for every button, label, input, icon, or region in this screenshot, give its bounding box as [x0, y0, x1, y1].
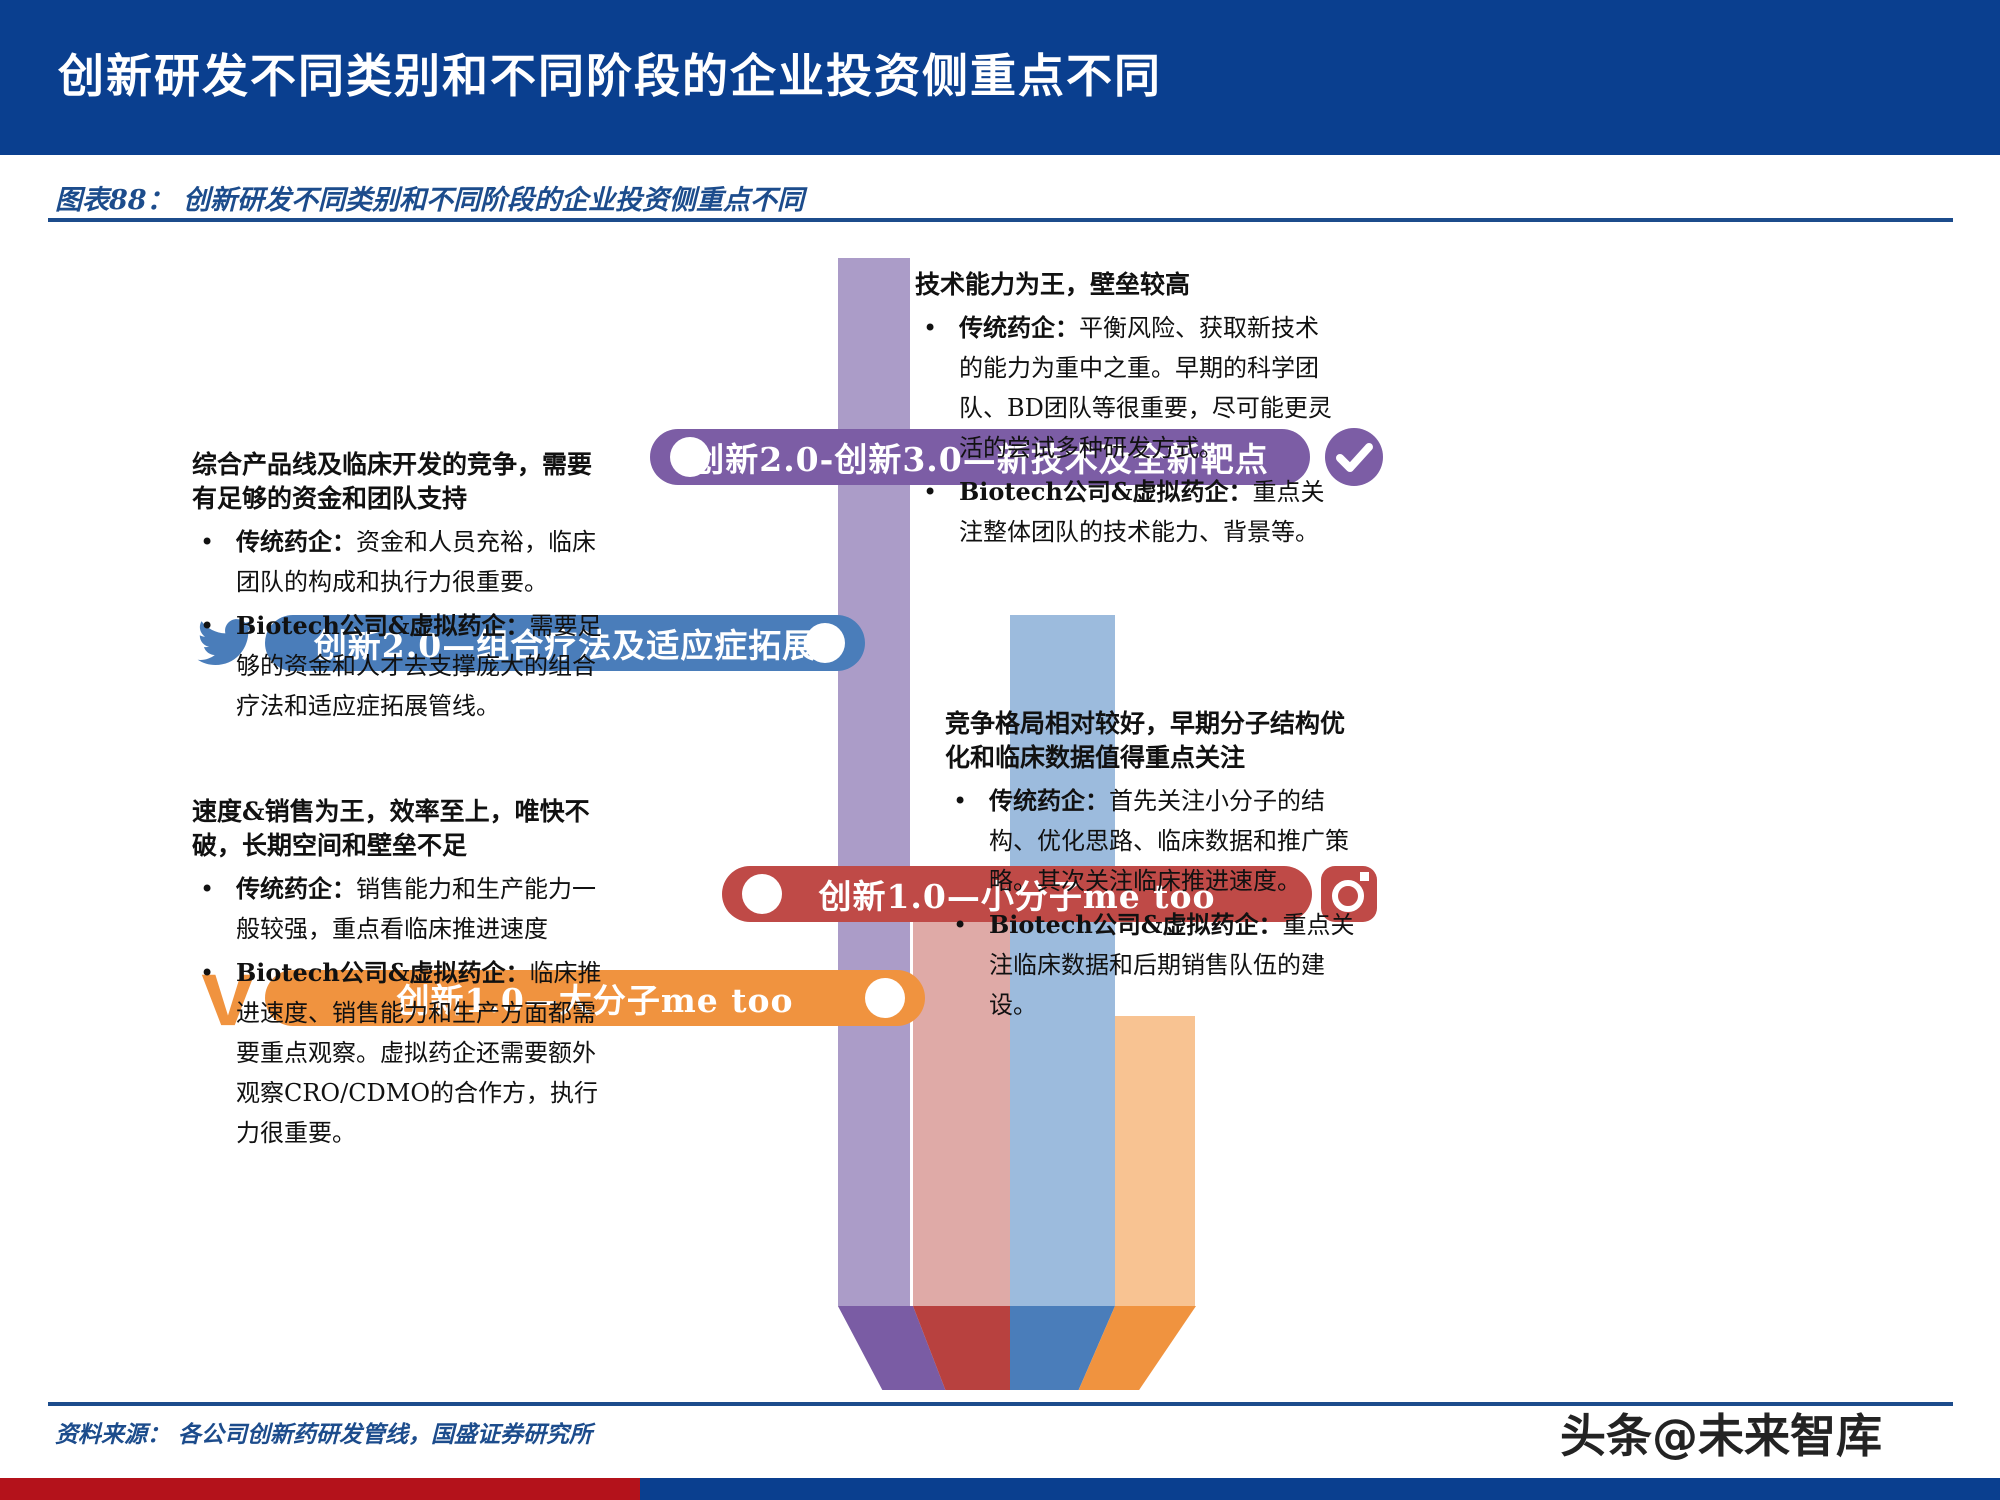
list-item: 传统药企：销售能力和生产能力一般较强，重点看临床推进速度: [192, 869, 602, 949]
bar-knob: [670, 437, 710, 477]
list-item-text: 首先关注小分子的结构、优化思路、临床数据和推广策略。其次关注临床推进速度。: [989, 787, 1349, 895]
page-title: 创新研发不同类别和不同阶段的企业投资侧重点不同: [58, 49, 1162, 103]
bottom-strip-red: [0, 1478, 640, 1500]
list-item-text: 需要足够的资金和人才去支撑庞大的组合疗法和适应症拓展管线。: [236, 612, 602, 720]
bar-knob: [742, 874, 782, 914]
block-heading: 技术能力为王，壁垒较高: [915, 270, 1191, 299]
list-item-label: Biotech公司&虚拟药企：: [236, 611, 530, 640]
funnel-cone-red: [913, 1306, 1010, 1390]
list-item-label: Biotech公司&虚拟药企：: [236, 958, 530, 987]
funnel-cone-purple: [838, 1306, 946, 1390]
block-list: 传统药企：资金和人员充裕，临床团队的构成和执行力很重要。 Biotech公司&虚…: [192, 522, 602, 726]
block-list: 传统药企：销售能力和生产能力一般较强，重点看临床推进速度 Biotech公司&虚…: [192, 869, 602, 1153]
list-item-label: Biotech公司&虚拟药企：: [989, 910, 1283, 939]
list-item-label: 传统药企：: [959, 313, 1079, 342]
list-item: Biotech公司&虚拟药企：临床推进速度、销售能力和生产方面都需要重点观察。虚…: [192, 953, 602, 1153]
text-block-bottom-right: 竞争格局相对较好，早期分子结构优化和临床数据值得重点关注 传统药企：首先关注小分…: [945, 707, 1365, 1029]
list-item: Biotech公司&虚拟药企：重点关注整体团队的技术能力、背景等。: [915, 472, 1335, 552]
list-item-label: Biotech公司&虚拟药企：: [959, 477, 1253, 506]
text-block-top-right: 技术能力为王，壁垒较高 传统药企：平衡风险、获取新技术的能力为重中之重。早期的科…: [915, 268, 1335, 556]
text-block-top-left: 综合产品线及临床开发的竞争，需要有足够的资金和团队支持 传统药企：资金和人员充裕…: [192, 448, 602, 730]
block-heading: 竞争格局相对较好，早期分子结构优化和临床数据值得重点关注: [945, 709, 1346, 772]
check-circle-icon: [1323, 426, 1385, 488]
page-header: 创新研发不同类别和不同阶段的企业投资侧重点不同: [0, 0, 2000, 155]
list-item-text: 销售能力和生产能力一般较强，重点看临床推进速度: [236, 875, 596, 943]
list-item-text: 临床推进速度、销售能力和生产方面都需要重点观察。虚拟药企还需要额外观察CRO/C…: [236, 959, 602, 1147]
text-block-bottom-left: 速度&销售为王，效率至上，唯快不破，长期空间和壁垒不足 传统药企：销售能力和生产…: [192, 795, 602, 1157]
block-heading: 综合产品线及临床开发的竞争，需要有足够的资金和团队支持: [192, 450, 593, 513]
funnel-cone-orange: [1078, 1306, 1196, 1390]
list-item: 传统药企：首先关注小分子的结构、优化思路、临床数据和推广策略。其次关注临床推进速…: [945, 781, 1365, 901]
list-item-label: 传统药企：: [989, 786, 1109, 815]
block-list: 传统药企：首先关注小分子的结构、优化思路、临床数据和推广策略。其次关注临床推进速…: [945, 781, 1365, 1025]
funnel-cone-blue: [1010, 1306, 1115, 1390]
block-list: 传统药企：平衡风险、获取新技术的能力为重中之重。早期的科学团队、BD团队等很重要…: [915, 308, 1335, 552]
list-item-text: 重点关注整体团队的技术能力、背景等。: [959, 478, 1325, 546]
list-item-label: 传统药企：: [236, 527, 356, 556]
bottom-strip: [0, 1478, 2000, 1500]
list-item-label: 传统药企：: [236, 874, 356, 903]
list-item: Biotech公司&虚拟药企：需要足够的资金和人才去支撑庞大的组合疗法和适应症拓…: [192, 606, 602, 726]
block-heading: 速度&销售为王，效率至上，唯快不破，长期空间和壁垒不足: [192, 797, 590, 860]
band-orange-column: [1115, 1016, 1195, 1306]
list-item-text: 重点关注临床数据和后期销售队伍的建设。: [989, 911, 1355, 1019]
bar-knob: [865, 978, 905, 1018]
list-item: Biotech公司&虚拟药企：重点关注临床数据和后期销售队伍的建设。: [945, 905, 1365, 1025]
watermark: 头条@未来智库: [1560, 1409, 1882, 1463]
band-purple-column: [838, 258, 910, 1306]
list-item: 传统药企：资金和人员充裕，临床团队的构成和执行力很重要。: [192, 522, 602, 602]
bar-knob: [805, 623, 845, 663]
list-item-text: 平衡风险、获取新技术的能力为重中之重。早期的科学团队、BD团队等很重要，尽可能更…: [959, 314, 1332, 462]
source-note: 资料来源： 各公司创新药研发管线，国盛证券研究所: [55, 1421, 593, 1448]
bottom-strip-blue: [640, 1478, 2000, 1500]
list-item: 传统药企：平衡风险、获取新技术的能力为重中之重。早期的科学团队、BD团队等很重要…: [915, 308, 1335, 468]
list-item-text: 资金和人员充裕，临床团队的构成和执行力很重要。: [236, 528, 596, 596]
footer-divider: [48, 1402, 1953, 1406]
figure-caption: 图表88： 创新研发不同类别和不同阶段的企业投资侧重点不同: [55, 185, 804, 216]
caption-divider: [48, 218, 1953, 222]
